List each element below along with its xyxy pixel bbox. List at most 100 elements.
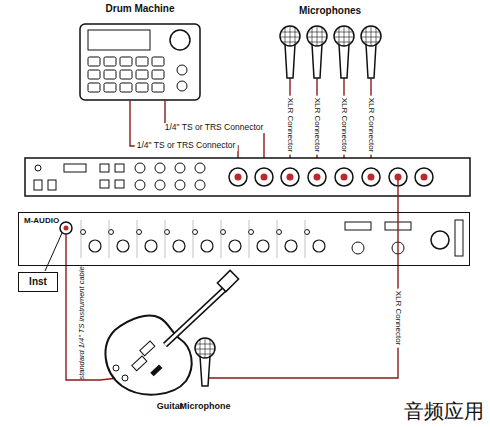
drum-pad bbox=[152, 70, 164, 79]
gain-knob bbox=[201, 240, 213, 252]
drum-pad bbox=[104, 70, 116, 79]
trs-jack bbox=[175, 180, 185, 190]
mic-body bbox=[366, 44, 376, 78]
combo-jack bbox=[281, 168, 299, 186]
combo-jack-core bbox=[314, 174, 321, 181]
trs-jack bbox=[155, 163, 165, 173]
gain-knob bbox=[173, 240, 185, 252]
mic-head bbox=[334, 26, 354, 46]
combo-jack bbox=[415, 168, 433, 186]
mic-grille bbox=[308, 26, 326, 46]
microphone-drawing bbox=[195, 180, 398, 386]
drum-pad bbox=[136, 57, 148, 66]
connector-label: XLR Connector bbox=[366, 96, 375, 155]
guitar-drawing bbox=[100, 270, 239, 394]
mic-body bbox=[312, 44, 322, 78]
port bbox=[34, 180, 42, 190]
connector-label: 音频应用 bbox=[404, 400, 484, 423]
mic-grille bbox=[335, 26, 353, 46]
inst-jack bbox=[60, 222, 72, 234]
divider bbox=[221, 220, 222, 258]
front-controls bbox=[81, 220, 464, 258]
combo-jack-core bbox=[287, 174, 294, 181]
phones-knob bbox=[431, 231, 449, 249]
gain-knob bbox=[229, 240, 241, 252]
gain-knob bbox=[117, 240, 129, 252]
mic-grille bbox=[362, 26, 380, 46]
inst-jack-core bbox=[64, 226, 69, 231]
db-port bbox=[64, 164, 86, 172]
connector-label: 1/4" TS or TRS Connector bbox=[135, 141, 238, 151]
microphones bbox=[280, 26, 381, 170]
mic-head bbox=[361, 26, 381, 46]
trs-jack bbox=[155, 180, 165, 190]
rear-panel bbox=[25, 158, 470, 196]
combo-jack-core bbox=[261, 174, 268, 181]
mic-grille bbox=[281, 26, 299, 46]
drum-pad bbox=[104, 83, 116, 92]
mic-head bbox=[280, 26, 300, 46]
connector-label: XLR Connector bbox=[285, 96, 294, 155]
divider bbox=[109, 220, 110, 258]
trs-jack bbox=[195, 163, 205, 173]
combo-jack-core bbox=[235, 174, 242, 181]
drum-pad bbox=[152, 57, 164, 66]
port bbox=[100, 164, 109, 172]
guitar-text: Guitar bbox=[157, 401, 184, 412]
power-switch bbox=[35, 165, 41, 171]
combo-jack-core bbox=[421, 174, 428, 181]
drum-pad bbox=[88, 70, 100, 79]
divider bbox=[277, 220, 278, 258]
inst-callout-node: Inst bbox=[18, 272, 58, 292]
combo-jack-core bbox=[395, 174, 402, 181]
gain-knob bbox=[285, 240, 297, 252]
gain-knob bbox=[313, 240, 325, 252]
drum-pad bbox=[120, 57, 132, 66]
audio-interface-front-node: M-AUDIO bbox=[18, 212, 470, 266]
trs-jack bbox=[135, 163, 145, 173]
mic-head bbox=[307, 26, 327, 46]
combo-jack-core bbox=[368, 174, 375, 181]
inst-callout-text: Inst bbox=[29, 276, 47, 288]
meter bbox=[345, 222, 371, 230]
audio-interface-front-text: M-AUDIO bbox=[24, 216, 59, 226]
connector-label: 1/4" TS or TRS Connector bbox=[163, 123, 266, 133]
connector-label: XLR Connector bbox=[339, 96, 348, 155]
drum-pad bbox=[88, 57, 100, 66]
connector-label: XLR Connector bbox=[312, 96, 321, 155]
drum-button bbox=[177, 81, 187, 91]
drum-pad bbox=[120, 83, 132, 92]
inst-cable bbox=[65, 234, 66, 266]
drum-pads bbox=[88, 57, 187, 92]
drum-machine-knob bbox=[170, 30, 190, 50]
instrument-cable bbox=[66, 266, 100, 380]
drum-pad bbox=[152, 83, 164, 92]
mic-body bbox=[285, 44, 295, 78]
drum-pad bbox=[136, 70, 148, 79]
divider bbox=[305, 220, 306, 258]
drum-machine-body bbox=[80, 24, 200, 100]
divider bbox=[165, 220, 166, 258]
combo-jack bbox=[308, 168, 326, 186]
drum-pad bbox=[88, 83, 100, 92]
port bbox=[100, 180, 109, 188]
microphone-text: Microphone bbox=[180, 401, 231, 412]
combo-jack bbox=[255, 168, 273, 186]
combo-jack bbox=[229, 168, 247, 186]
knob bbox=[352, 242, 364, 254]
power-button bbox=[455, 220, 463, 256]
drum-button bbox=[177, 65, 187, 75]
cable-label: standard 1/4" TS instrument cable bbox=[78, 266, 87, 379]
divider bbox=[137, 220, 138, 258]
divider bbox=[81, 220, 82, 258]
gain-knob bbox=[145, 240, 157, 252]
connector-label: XLR Connector bbox=[393, 289, 402, 348]
mic-body bbox=[339, 44, 349, 78]
rear-jacks bbox=[100, 163, 433, 190]
trs-jack bbox=[175, 163, 185, 173]
port bbox=[48, 180, 56, 190]
combo-jack-core bbox=[341, 174, 348, 181]
